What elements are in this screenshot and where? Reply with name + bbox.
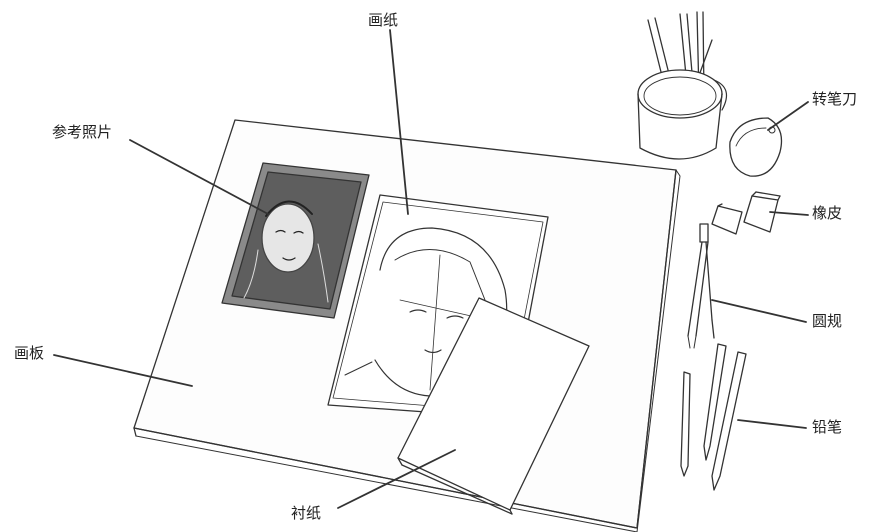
compass bbox=[688, 224, 714, 348]
label-paper: 画纸 bbox=[368, 13, 398, 28]
label-board: 画板 bbox=[14, 346, 44, 361]
label-backing-paper: 衬纸 bbox=[291, 506, 321, 521]
erasers bbox=[712, 192, 780, 234]
pencil-cup bbox=[638, 12, 727, 159]
label-compass: 圆规 bbox=[812, 314, 842, 329]
label-eraser: 橡皮 bbox=[812, 206, 842, 221]
label-reference-photo: 参考照片 bbox=[52, 125, 112, 140]
pencils bbox=[681, 344, 746, 490]
label-pencil: 铅笔 bbox=[812, 420, 842, 435]
label-sharpener: 转笔刀 bbox=[812, 92, 857, 107]
